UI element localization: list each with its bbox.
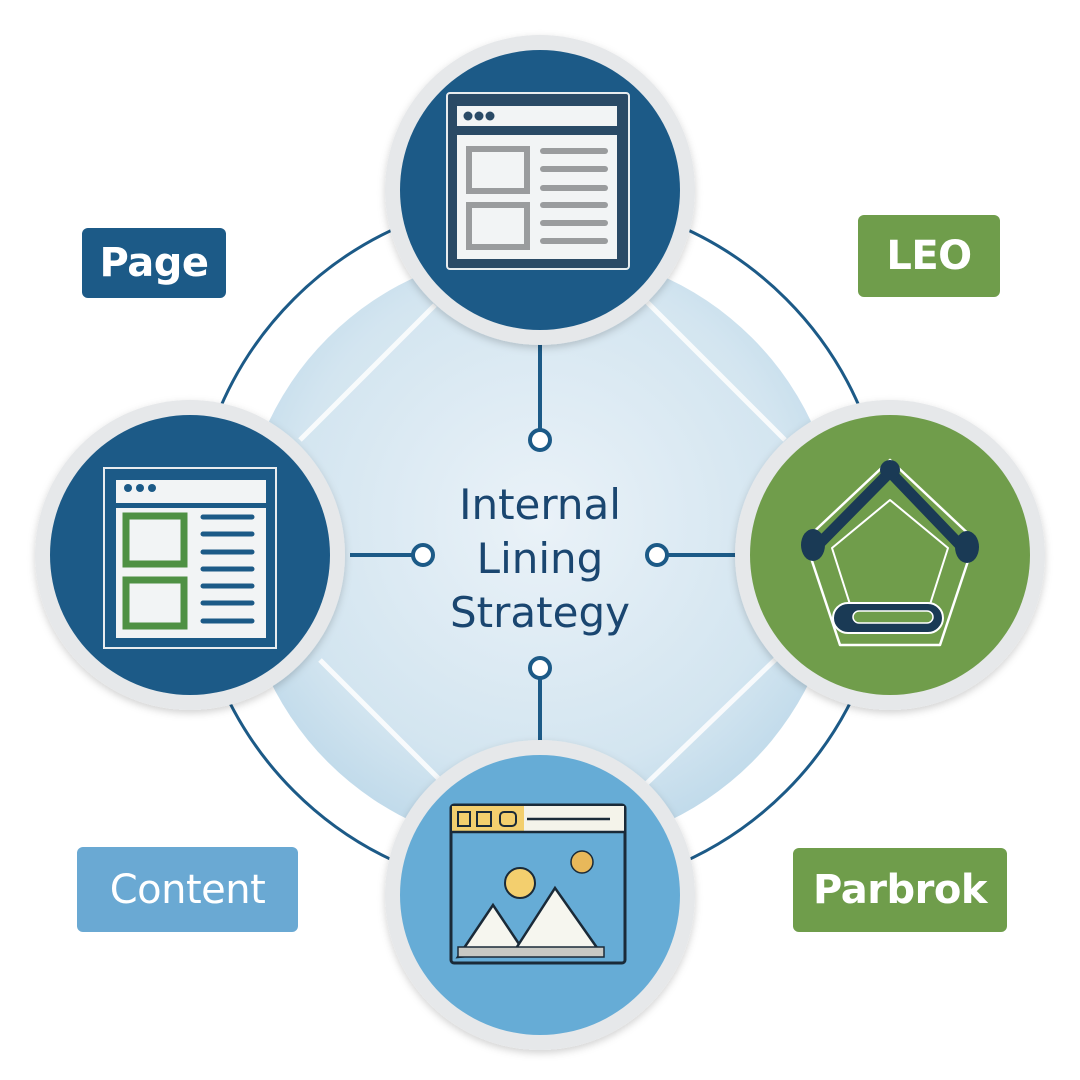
label-content-text: Content	[109, 866, 266, 913]
connector-node-right	[645, 543, 669, 567]
label-page[interactable]: Page	[82, 228, 226, 298]
center-title-line-1: Internal	[459, 480, 621, 529]
label-parbrok-text: Parbrok	[813, 867, 987, 913]
connector-node-top	[528, 428, 552, 452]
label-leo-text: LEO	[886, 233, 972, 279]
node-right[interactable]	[735, 400, 1045, 710]
label-content[interactable]: Content	[77, 847, 298, 932]
connector-node-bottom	[528, 656, 552, 680]
label-leo[interactable]: LEO	[858, 215, 1000, 297]
connector-node-left	[411, 543, 435, 567]
pentagon-chain-link-icon	[801, 458, 979, 647]
image-browser-icon	[449, 803, 627, 965]
connectors	[350, 340, 740, 770]
center-title-line-3: Strategy	[450, 588, 630, 637]
center-title-line-2: Lining	[476, 534, 604, 583]
webpage-layout-icon	[446, 92, 630, 270]
center-title: Internal Lining Strategy	[400, 478, 680, 640]
label-parbrok[interactable]: Parbrok	[793, 848, 1007, 932]
inner-disc	[240, 250, 840, 850]
spokes	[298, 298, 787, 787]
webpage-layout-green-icon	[103, 467, 277, 649]
label-page-text: Page	[99, 240, 210, 286]
